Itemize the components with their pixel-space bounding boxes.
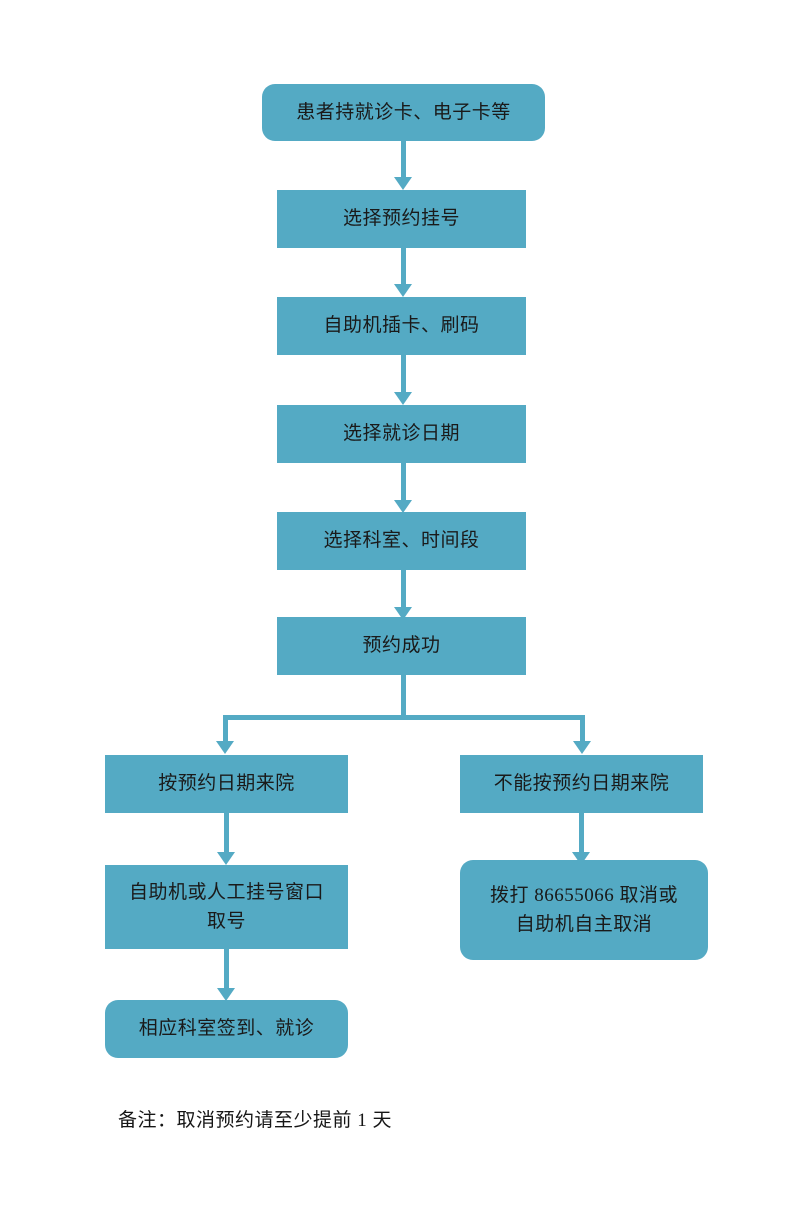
flow-node-appointment-success[interactable]: 预约成功 bbox=[277, 617, 526, 675]
connector-line-3 bbox=[401, 355, 406, 395]
connector-arrow-4 bbox=[394, 500, 412, 513]
fork-left-arrow bbox=[216, 741, 234, 754]
fork-right-drop-line bbox=[580, 715, 585, 744]
connector-arrow-3 bbox=[394, 392, 412, 405]
flow-node-patient-card[interactable]: 患者持就诊卡、电子卡等 bbox=[262, 84, 545, 141]
connector-arrow-5 bbox=[394, 607, 412, 620]
footnote-text: 备注：取消预约请至少提前 1 天 bbox=[118, 1110, 393, 1131]
flow-node-checkin-consult[interactable]: 相应科室签到、就诊 bbox=[105, 1000, 348, 1058]
connector-arrow-1 bbox=[394, 177, 412, 190]
connector-line-5 bbox=[401, 570, 406, 610]
connector-arrow-left-2 bbox=[217, 988, 235, 1001]
connector-line-left-1 bbox=[224, 813, 229, 855]
connector-line-2 bbox=[401, 248, 406, 287]
connector-line-right-1 bbox=[579, 813, 584, 855]
flow-node-cannot-arrive-on-date[interactable]: 不能按预约日期来院 bbox=[460, 755, 703, 813]
connector-line-1 bbox=[401, 141, 406, 180]
flow-node-select-appointment[interactable]: 选择预约挂号 bbox=[277, 190, 526, 248]
flow-node-cancel-by-phone-or-kiosk[interactable]: 拨打 86655066 取消或 自助机自主取消 bbox=[460, 860, 708, 960]
flow-node-select-department-time[interactable]: 选择科室、时间段 bbox=[277, 512, 526, 570]
flow-node-kiosk-insert-card[interactable]: 自助机插卡、刷码 bbox=[277, 297, 526, 355]
connector-arrow-2 bbox=[394, 284, 412, 297]
fork-left-drop-line bbox=[223, 715, 228, 744]
connector-line-left-2 bbox=[224, 949, 229, 991]
flow-node-arrive-on-date[interactable]: 按预约日期来院 bbox=[105, 755, 348, 813]
flow-node-get-number[interactable]: 自助机或人工挂号窗口 取号 bbox=[105, 865, 348, 949]
fork-right-arrow bbox=[573, 741, 591, 754]
fork-horizontal-line bbox=[223, 715, 585, 720]
connector-line-4 bbox=[401, 463, 406, 503]
connector-arrow-left-1 bbox=[217, 852, 235, 865]
flow-node-select-visit-date[interactable]: 选择就诊日期 bbox=[277, 405, 526, 463]
fork-stem-line bbox=[401, 675, 406, 720]
